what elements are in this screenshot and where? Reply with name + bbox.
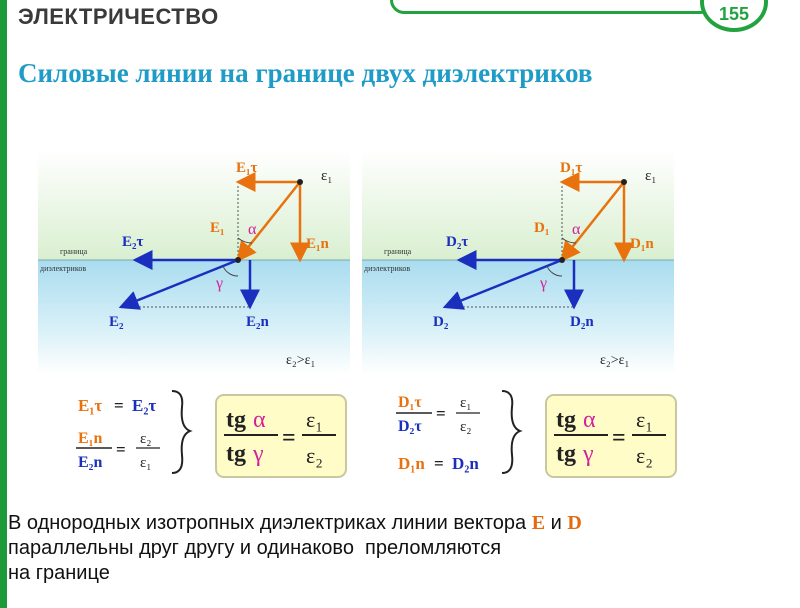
e1-label: E₁ [210,220,225,236]
vector-d-symbol: D [567,512,582,534]
alpha-arc [237,237,253,244]
epsilon1-label: ε₁ [321,168,333,184]
caption-line-3: на границе [8,562,110,584]
section-label: ЭЛЕКТРИЧЕСТВО [18,4,219,29]
boundary-caption-line2: диэлектриков [364,264,410,273]
e2-label: E₂ [109,314,124,330]
eps1-denominator: ε₁ [140,455,152,471]
equals-sign: = [436,404,446,423]
upper-medium [362,150,674,260]
epsilon-comparison: ε₂>ε₁ [286,353,315,368]
e1n-numerator: E₁n [78,430,102,447]
d1-vector [560,181,625,262]
page-number: 155 [718,4,750,24]
e1-normal-label: E₁n [306,236,330,252]
caption-line-2: параллельны друг другу и одинаково прело… [8,537,502,559]
boundary-caption-line2: диэлектриков [40,264,86,273]
eps1-numerator: ε₁ [306,407,323,432]
tg-text: tg [226,441,246,467]
e1-origin-point [297,179,303,185]
equals-sign: = [282,425,296,451]
eps2-denominator: ε₂ [636,443,653,468]
boundary-caption-line1: граница [60,247,88,256]
eps1-numerator: ε₁ [460,395,472,411]
alpha-label: α [572,221,581,238]
equals-sign: = [114,396,124,415]
eps2-denominator: ε₂ [306,443,323,468]
page-number-badge: 155 [700,0,768,32]
vector-e-symbol: E [531,512,546,534]
eps1-numerator: ε₁ [636,407,653,432]
eps2-denominator: ε₂ [460,419,472,435]
e2n-denominator: E₂n [78,454,102,471]
tg-text: tg [556,407,576,433]
brace-left [171,390,193,474]
page-title: Силовые линии на границе двух диэлектрик… [18,58,593,88]
tg-ratio-box-d [545,394,677,478]
d1-normal-label: D₁n [630,236,654,252]
d2-tau-denominator: D₂τ [398,418,422,435]
tg-text: tg [226,407,246,433]
formula-row: E₁τ = E₂τ E₁n E₂n = ε₂ ε₁ tg α tg γ = ε₁… [76,390,677,478]
equals-sign: = [116,440,126,459]
equals-sign: = [434,454,444,473]
e2-normal-label: E₂n [246,314,270,330]
alpha-arc [561,237,577,244]
d1-tau-numerator: D₁τ [398,394,422,411]
d2-vector [442,258,563,310]
tg-gamma: γ [252,441,264,467]
e1-tau-label: E₁τ [236,160,258,176]
brace-right [501,390,523,474]
d2-normal-label: D₂n [570,314,594,330]
d2n-formula: D₂n [452,454,479,473]
d1-tau-label: D₁τ [560,160,582,176]
gamma-arc [546,265,563,277]
d-field-diagram: D₁τ ε₁ D₁ α D₁n D₂τ граница диэлектриков… [362,150,674,374]
d2-tau-label: D₂τ [446,234,468,250]
e1-vector [236,181,301,262]
e2-tau-formula: E₂τ [132,396,156,415]
d1n-formula: D₁n [398,454,425,473]
incidence-point [559,257,565,263]
incidence-point [235,257,241,263]
left-accent-strip [0,0,7,608]
tg-gamma: γ [582,441,594,467]
caption-line-1: В однородных изотропных диэлектриках лин… [8,512,582,534]
tg-ratio-box-e [215,394,347,478]
e2-tau-label: E₂τ [122,234,144,250]
equals-sign: = [612,425,626,451]
epsilon-comparison: ε₂>ε₁ [600,353,629,368]
gamma-arc [222,265,239,277]
e1-tau-formula: E₁τ [78,396,102,415]
e-field-diagram: E₁τ ε₁ E₁ α E₁n E₂τ граница диэлектриков… [38,150,350,374]
gamma-label: γ [539,275,547,292]
boundary-caption-line1: граница [384,247,412,256]
alpha-label: α [248,221,257,238]
d2-label: D₂ [433,314,449,330]
d1-label: D₁ [534,220,549,236]
caption-text: В однородных изотропных диэлектриках лин… [8,511,788,586]
tg-text: tg [556,441,576,467]
tg-alpha: α [583,407,596,433]
header-pill [390,0,714,14]
epsilon1-label: ε₁ [645,168,657,184]
gamma-label: γ [215,275,223,292]
tg-alpha: α [253,407,266,433]
e2-vector [118,258,239,310]
upper-medium [38,150,350,260]
eps2-numerator: ε₂ [140,431,152,447]
d1-origin-point [621,179,627,185]
